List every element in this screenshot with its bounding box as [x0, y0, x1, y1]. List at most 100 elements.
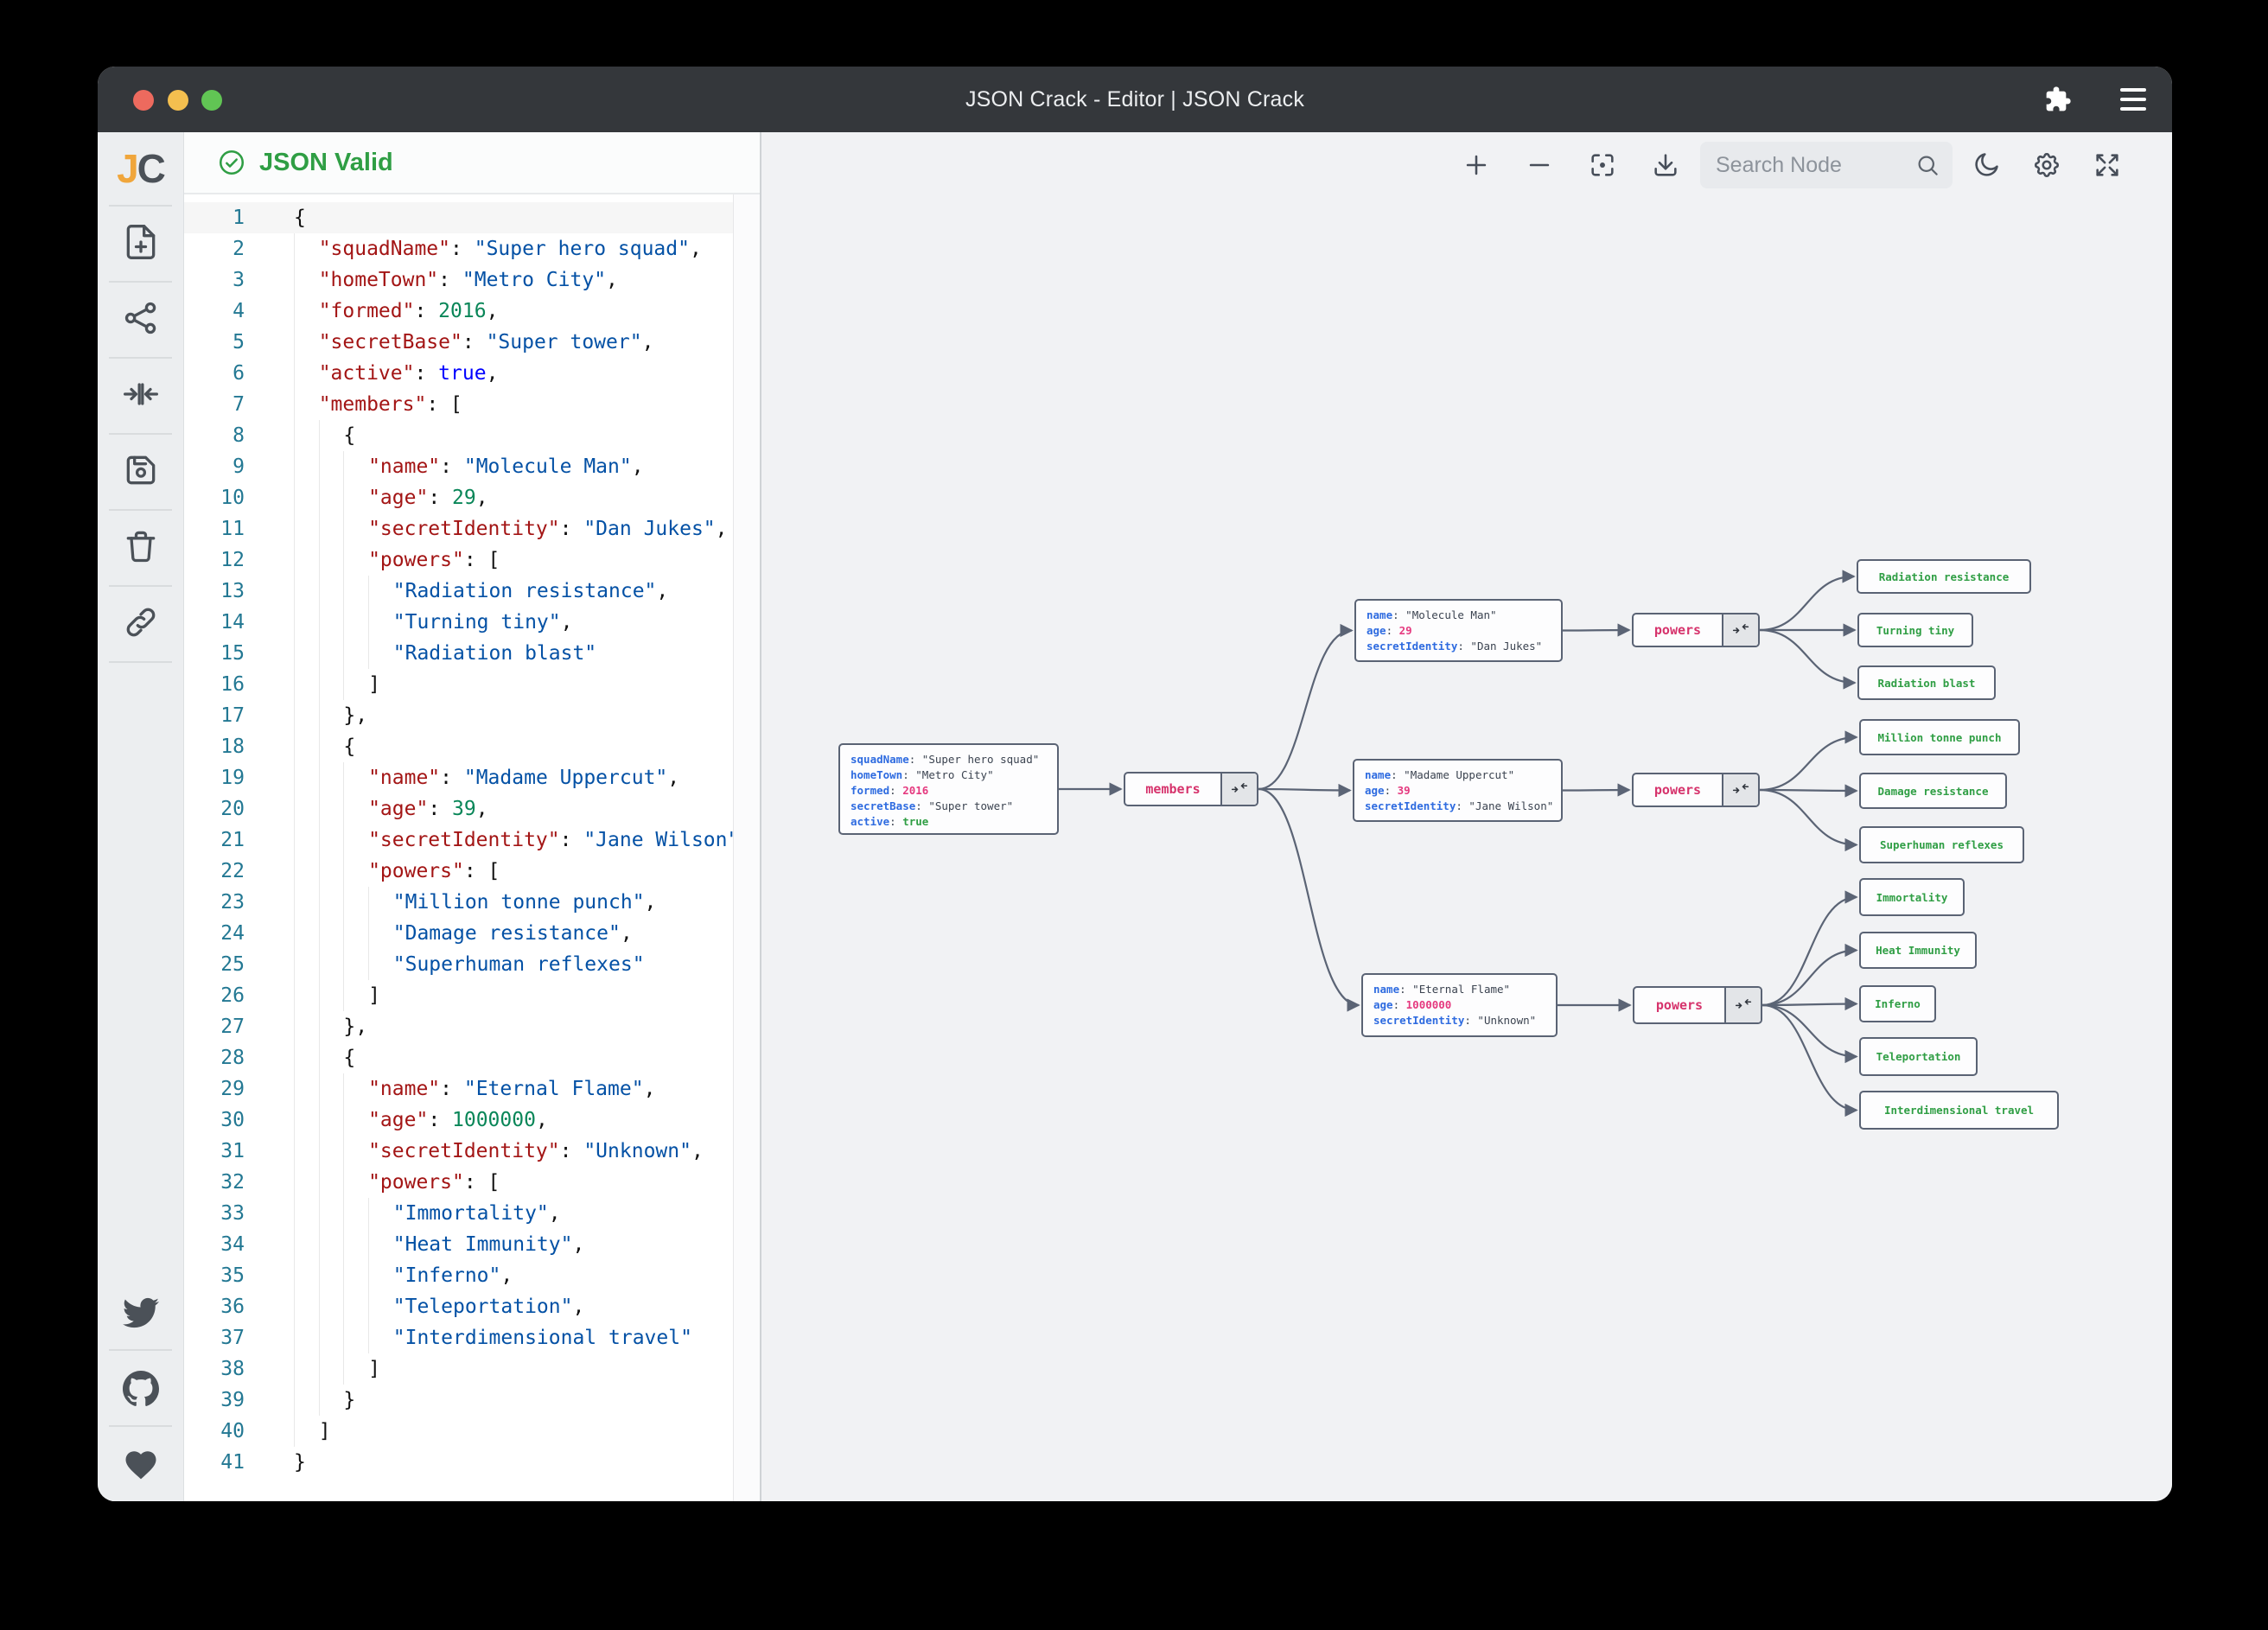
save-button[interactable]	[98, 435, 183, 509]
graph-parent-node-powers[interactable]: powers	[1633, 986, 1762, 1024]
editor-line[interactable]: 11"secretIdentity": "Dan Jukes",	[184, 513, 734, 544]
editor-scrollbar[interactable]	[733, 194, 760, 1501]
collapse-node-button[interactable]	[1220, 774, 1257, 805]
collapse-nodes-button[interactable]	[98, 359, 183, 433]
editor-line[interactable]: 37"Interdimensional travel"	[184, 1322, 734, 1353]
editor-line[interactable]: 22"powers": [	[184, 856, 734, 887]
editor-line[interactable]: 8{	[184, 420, 734, 451]
collapse-node-button[interactable]	[1724, 988, 1761, 1022]
extensions-puzzle-icon[interactable]	[2044, 86, 2072, 118]
center-view-button[interactable]	[1570, 141, 1634, 189]
node-label: powers	[1655, 997, 1704, 1013]
collapse-node-button[interactable]	[1722, 774, 1758, 805]
editor-line[interactable]: 34"Heat Immunity",	[184, 1229, 734, 1260]
line-number: 9	[233, 455, 245, 478]
json-code-editor[interactable]: 1{2"squadName": "Super hero squad",3"hom…	[184, 194, 760, 1501]
editor-line[interactable]: 31"secretIdentity": "Unknown",	[184, 1136, 734, 1167]
editor-line[interactable]: 19"name": "Madame Uppercut",	[184, 762, 734, 793]
editor-line[interactable]: 21"secretIdentity": "Jane Wilson",	[184, 825, 751, 856]
dark-mode-button[interactable]	[1956, 141, 2016, 189]
editor-line[interactable]: 38]	[184, 1353, 734, 1385]
graph-leaf-node[interactable]: Radiation blast	[1857, 665, 1996, 700]
panel-resize-handle[interactable]	[760, 132, 761, 1501]
editor-line[interactable]: 35"Inferno",	[184, 1260, 734, 1291]
editor-line[interactable]: 33"Immortality",	[184, 1198, 734, 1229]
settings-button[interactable]	[2016, 141, 2077, 189]
twitter-button[interactable]	[98, 1275, 183, 1349]
graph-parent-node-members[interactable]: members	[1124, 772, 1258, 806]
editor-line[interactable]: 36"Teleportation",	[184, 1291, 734, 1322]
editor-line[interactable]: 16]	[184, 669, 734, 700]
collapse-nodes-icon	[122, 375, 160, 417]
node-row: name: "Molecule Man"	[1367, 608, 1497, 621]
line-number: 37	[220, 1327, 245, 1349]
editor-line[interactable]: 2"squadName": "Super hero squad",	[184, 233, 734, 264]
graph-leaf-node[interactable]: Superhuman reflexes	[1859, 826, 2024, 863]
graph-leaf-node[interactable]: Teleportation	[1859, 1037, 1978, 1076]
zoom-window-button[interactable]	[201, 90, 222, 111]
zoom-out-button[interactable]	[1507, 141, 1570, 189]
editor-line[interactable]: 40]	[184, 1416, 734, 1447]
editor-line[interactable]: 18{	[184, 731, 734, 762]
minimize-window-button[interactable]	[168, 90, 188, 111]
node-row: name: "Madame Uppercut"	[1365, 768, 1515, 781]
editor-line[interactable]: 9"name": "Molecule Man",	[184, 451, 734, 482]
graph-object-node[interactable]: squadName: "Super hero squad"homeTown: "…	[838, 743, 1059, 835]
sponsor-button[interactable]	[98, 1427, 183, 1501]
github-button[interactable]	[98, 1351, 183, 1425]
line-number: 5	[233, 331, 245, 353]
editor-line[interactable]: 39}	[184, 1385, 734, 1416]
graph-leaf-node[interactable]: Inferno	[1859, 985, 1936, 1022]
editor-line[interactable]: 27},	[184, 1011, 734, 1042]
graph-leaf-node[interactable]: Radiation resistance	[1857, 559, 2031, 594]
editor-line[interactable]: 20"age": 39,	[184, 793, 734, 825]
editor-line[interactable]: 25"Superhuman reflexes"	[184, 949, 734, 980]
editor-line[interactable]: 24"Damage resistance",	[184, 918, 734, 949]
close-window-button[interactable]	[133, 90, 154, 111]
editor-line[interactable]: 3"homeTown": "Metro City",	[184, 264, 734, 296]
editor-line[interactable]: 7"members": [	[184, 389, 734, 420]
new-document-button[interactable]	[98, 207, 183, 281]
download-image-button[interactable]	[1634, 141, 1697, 189]
editor-line[interactable]: 15"Radiation blast"	[184, 638, 734, 669]
collapse-node-button[interactable]	[1722, 614, 1758, 646]
editor-line[interactable]: 17},	[184, 700, 734, 731]
search-node-box[interactable]	[1700, 142, 1953, 188]
browser-menu-icon[interactable]	[2120, 88, 2146, 111]
graph-leaf-node[interactable]: Damage resistance	[1859, 773, 2007, 809]
editor-line[interactable]: 32"powers": [	[184, 1167, 734, 1198]
editor-line[interactable]: 13"Radiation resistance",	[184, 576, 734, 607]
editor-line[interactable]: 41}	[184, 1447, 734, 1478]
graph-view-button[interactable]	[98, 283, 183, 357]
editor-line[interactable]: 28{	[184, 1042, 734, 1073]
graph-leaf-node[interactable]: Turning tiny	[1857, 613, 1973, 647]
app-logo[interactable]: JC	[117, 146, 166, 191]
search-node-input[interactable]	[1714, 151, 1914, 179]
editor-line[interactable]: 23"Million tonne punch",	[184, 887, 734, 918]
editor-line[interactable]: 1{	[184, 202, 734, 233]
editor-line[interactable]: 30"age": 1000000,	[184, 1105, 734, 1136]
graph-parent-node-powers[interactable]: powers	[1632, 613, 1760, 647]
fullscreen-button[interactable]	[2077, 141, 2137, 189]
editor-line[interactable]: 10"age": 29,	[184, 482, 734, 513]
editor-line[interactable]: 29"name": "Eternal Flame",	[184, 1073, 734, 1105]
share-link-button[interactable]	[98, 587, 183, 661]
editor-line[interactable]: 6"active": true,	[184, 358, 734, 389]
zoom-in-button[interactable]	[1444, 141, 1507, 189]
graph-canvas[interactable]: squadName: "Super hero squad"homeTown: "…	[761, 132, 2172, 1501]
graph-leaf-node[interactable]: Heat Immunity	[1859, 932, 1977, 969]
delete-button[interactable]	[98, 511, 183, 585]
editor-line[interactable]: 14"Turning tiny",	[184, 607, 734, 638]
graph-leaf-node[interactable]: Million tonne punch	[1859, 719, 2020, 755]
editor-line[interactable]: 4"formed": 2016,	[184, 296, 734, 327]
graph-leaf-node[interactable]: Interdimensional travel	[1859, 1091, 2059, 1130]
collapse-edge-icon	[1231, 780, 1248, 798]
graph-parent-node-powers[interactable]: powers	[1632, 773, 1760, 807]
editor-line[interactable]: 12"powers": [	[184, 544, 734, 576]
graph-leaf-node[interactable]: Immortality	[1859, 878, 1965, 916]
editor-line[interactable]: 5"secretBase": "Super tower",	[184, 327, 734, 358]
editor-line[interactable]: 26]	[184, 980, 734, 1011]
